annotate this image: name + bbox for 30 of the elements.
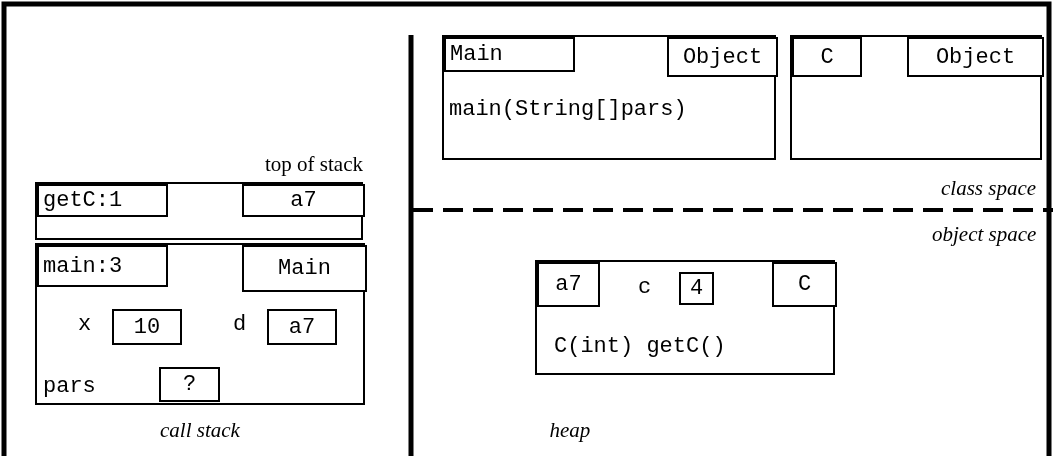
header-tab: C bbox=[792, 37, 862, 77]
region-label: call stack bbox=[160, 418, 240, 443]
header-tab: Object bbox=[907, 37, 1044, 77]
value-box: a7 bbox=[267, 309, 337, 345]
stack-top-label: top of stack bbox=[265, 152, 363, 177]
header-tab: C bbox=[772, 262, 837, 307]
stack-frame bbox=[35, 243, 365, 405]
header-tab: a7 bbox=[242, 184, 365, 217]
header-tab: main:3 bbox=[37, 245, 168, 287]
variable-name: c bbox=[638, 275, 652, 300]
region-label: class space bbox=[941, 176, 1037, 201]
header-tab: Main bbox=[444, 37, 575, 72]
header-tab: getC:1 bbox=[37, 184, 168, 217]
method-text: main(String[]pars) bbox=[449, 97, 687, 122]
region-label: object space bbox=[932, 222, 1037, 247]
header-tab: a7 bbox=[537, 262, 600, 307]
header-tab: Object bbox=[667, 37, 778, 77]
memory-box bbox=[442, 35, 776, 160]
memory-box bbox=[535, 260, 835, 375]
stack-frame bbox=[790, 35, 1042, 160]
header-tab: Main bbox=[242, 245, 367, 292]
variable-name: x bbox=[78, 312, 92, 337]
variable-name: pars bbox=[43, 374, 96, 399]
value-box: ? bbox=[159, 367, 220, 402]
value-box: 10 bbox=[112, 309, 182, 345]
stack-frame bbox=[35, 182, 363, 240]
region-label: heap bbox=[549, 418, 591, 443]
variable-name: d bbox=[233, 312, 247, 337]
value-box: 4 bbox=[679, 272, 714, 305]
method-text: C(int) getC() bbox=[554, 334, 726, 359]
